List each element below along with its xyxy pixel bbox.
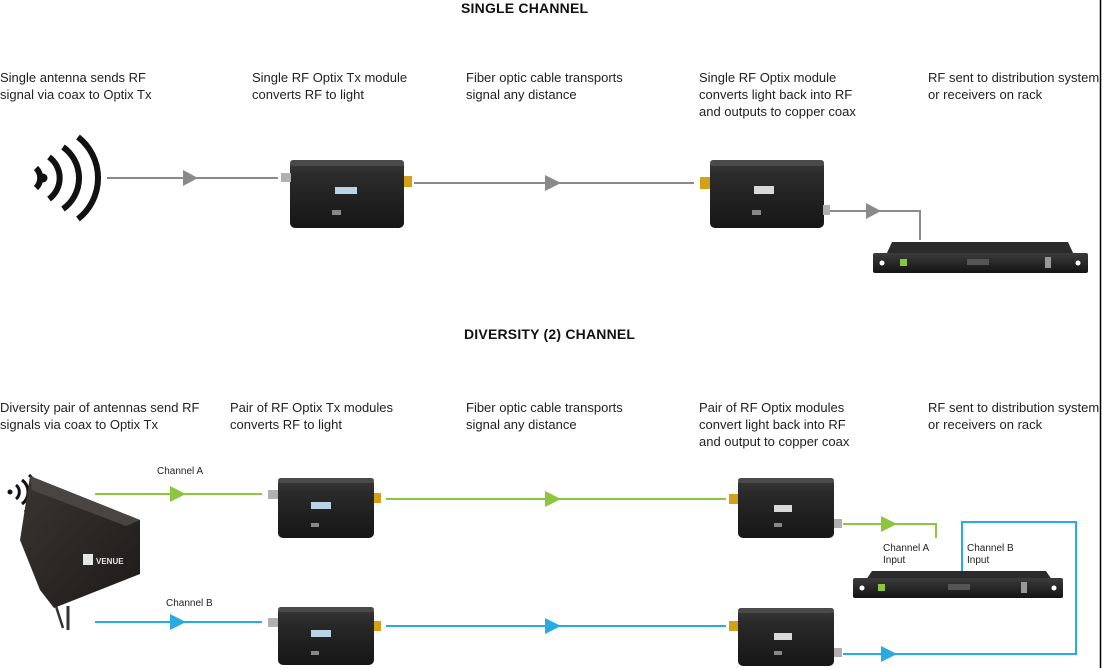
arrow-icon (183, 170, 198, 186)
channel-b-input-label: Channel B Input (967, 543, 1014, 566)
channel-a-tx-module (268, 478, 381, 538)
svg-text:VENUE: VENUE (96, 557, 124, 566)
channel-a-input-label: Channel A Input (883, 543, 930, 566)
single-antenna-waves-icon (33, 134, 102, 222)
arrow-icon (545, 175, 561, 191)
diversity-step-tx: Pair of RF Optix Tx modules converts RF … (230, 400, 394, 432)
diversity-channel-title: DIVERSITY (2) CHANNEL (464, 326, 636, 342)
single-tx-module (281, 160, 412, 228)
single-signal-lines (107, 170, 921, 240)
single-rx-module (700, 160, 830, 228)
channel-b-lines (95, 521, 1077, 662)
single-step-antenna: Single antenna sends RF signal via coax … (0, 70, 152, 102)
single-step-tx: Single RF Optix Tx module converts RF to… (252, 70, 408, 102)
diversity-step-distribution: RF sent to distribution system or receiv… (928, 400, 1100, 432)
diversity-step-antenna: Diversity pair of antennas send RF signa… (0, 400, 200, 432)
channel-b-rx-module (729, 608, 842, 666)
arrow-icon (866, 203, 881, 219)
channel-a-lines (95, 486, 937, 538)
channel-a-rx-module (729, 478, 842, 538)
arrow-icon (170, 614, 186, 630)
arrow-icon (545, 491, 561, 507)
channel-a-label: Channel A (157, 466, 204, 477)
single-step-distribution: RF sent to distribution system or receiv… (928, 70, 1100, 102)
arrow-icon (170, 486, 186, 502)
arrow-icon (545, 618, 561, 634)
channel-b-label: Channel B (166, 598, 213, 609)
paddle-antenna: VENUE (20, 476, 140, 630)
single-step-rx: Single RF Optix module converts light ba… (699, 70, 856, 119)
single-step-fiber: Fiber optic cable transports signal any … (466, 70, 623, 102)
arrow-icon (881, 646, 897, 662)
channel-b-tx-module (268, 607, 381, 665)
single-rack-unit (873, 242, 1088, 273)
diversity-step-rx: Pair of RF Optix modules convert light b… (699, 400, 850, 449)
diversity-rack-unit (853, 571, 1063, 598)
diversity-step-fiber: Fiber optic cable transports signal any … (466, 400, 623, 432)
single-channel-title: SINGLE CHANNEL (461, 0, 589, 16)
arrow-icon (881, 516, 897, 532)
